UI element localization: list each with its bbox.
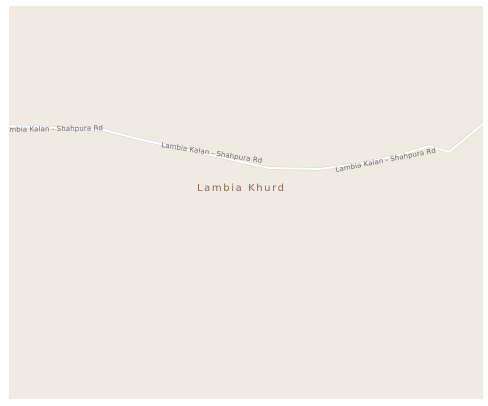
road-label-2: Lambia Kalan - Shahpura Rd	[161, 141, 263, 165]
map-svg: Lambia Kalan - Shahpura Rd Lambia Kalan …	[9, 122, 483, 174]
map-canvas[interactable]: Lambia Kalan - Shahpura Rd Lambia Kalan …	[9, 6, 483, 399]
road-lambia-kalan-shahpura[interactable]	[9, 123, 483, 170]
place-label-lambia-khurd: Lambia Khurd	[197, 183, 286, 194]
road-label-1: Lambia Kalan - Shahpura Rd	[9, 124, 103, 134]
road-label-3: Lambia Kalan - Shahpura Rd	[335, 147, 437, 174]
